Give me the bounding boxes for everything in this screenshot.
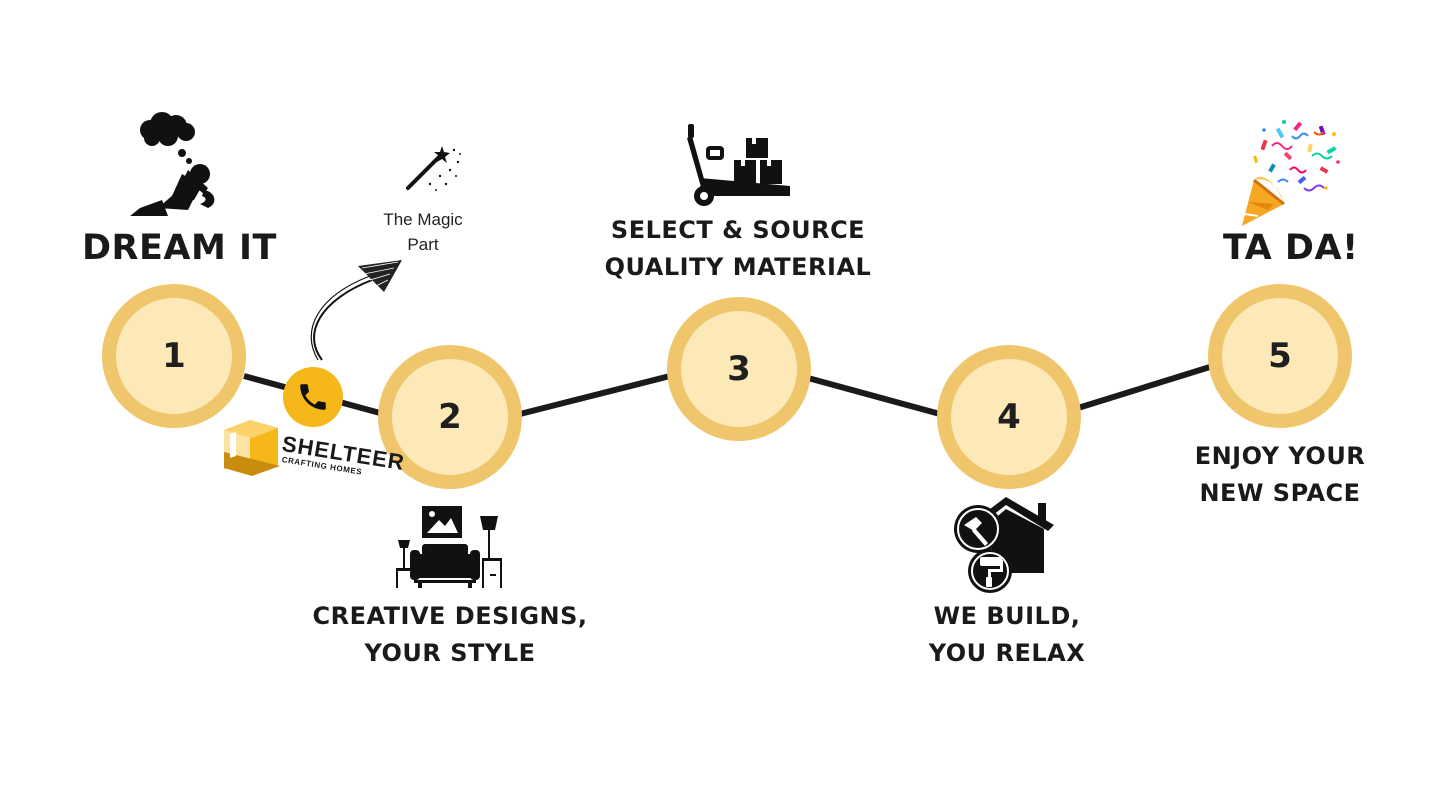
- logo-mark: [224, 420, 280, 476]
- step-5-caption: ENJOY YOUR NEW SPACE: [1130, 438, 1430, 512]
- step-2-caption-line1: CREATIVE DESIGNS,: [312, 602, 588, 630]
- call-button[interactable]: [283, 367, 343, 427]
- step-4-circle: 4: [937, 345, 1081, 489]
- living-room-furniture-icon: [396, 506, 502, 588]
- step-5-circle: 5: [1208, 284, 1352, 428]
- phone-icon: [300, 384, 326, 410]
- step-5-caption-line1: ENJOY YOUR: [1194, 442, 1366, 470]
- step-1-title: DREAM IT: [82, 228, 277, 268]
- house-tools-icon: [954, 497, 1054, 593]
- magic-annotation-line2: Part: [407, 235, 439, 254]
- step-2-caption-line2: YOUR STYLE: [364, 639, 536, 667]
- curved-arrow: [310, 260, 402, 361]
- step-3-caption-line2: QUALITY MATERIAL: [604, 253, 872, 281]
- step-2-caption: CREATIVE DESIGNS, YOUR STYLE: [300, 598, 600, 672]
- step-4-caption-line1: WE BUILD,: [933, 602, 1081, 630]
- step-3-circle: 3: [667, 297, 811, 441]
- step-5-number: 5: [1268, 336, 1292, 376]
- step-5-caption-line2: NEW SPACE: [1199, 479, 1361, 507]
- magic-wand-icon: [406, 146, 461, 191]
- step-4-caption: WE BUILD, YOU RELAX: [857, 598, 1157, 672]
- daydreaming-person-icon: [130, 112, 215, 216]
- magic-annotation-line1: The Magic: [383, 210, 463, 229]
- party-popper-icon: [1242, 120, 1340, 226]
- step-4-number: 4: [997, 397, 1021, 437]
- step-4-caption-line2: YOU RELAX: [928, 639, 1086, 667]
- magic-annotation: The Magic Part: [373, 207, 473, 257]
- step-3-caption: SELECT & SOURCE QUALITY MATERIAL: [588, 212, 888, 286]
- step-3-number: 3: [727, 349, 751, 389]
- step-2-number: 2: [438, 397, 462, 437]
- hand-truck-boxes-icon: [687, 124, 790, 206]
- step-1-circle: 1: [102, 284, 246, 428]
- step-5-title: TA DA!: [1223, 228, 1359, 268]
- step-1-number: 1: [162, 336, 186, 376]
- step-3-caption-line1: SELECT & SOURCE: [610, 216, 866, 244]
